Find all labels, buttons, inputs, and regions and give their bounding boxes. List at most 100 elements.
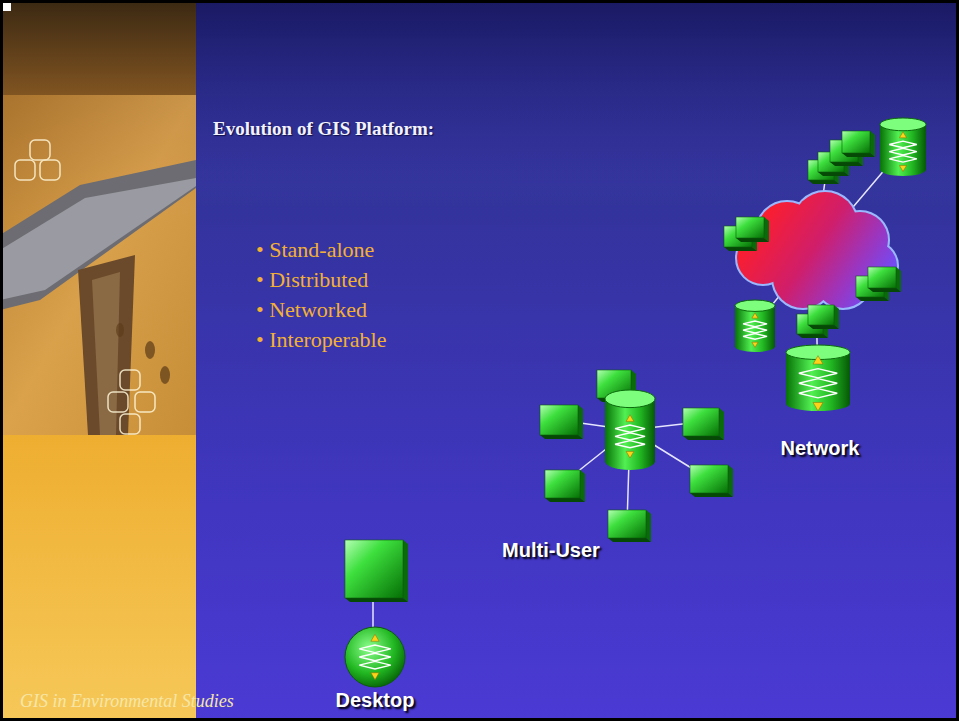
artwork-part (135, 392, 155, 412)
layer-sheet (889, 156, 917, 163)
layer-sheet (799, 389, 837, 398)
footprint (145, 341, 155, 359)
monitor-icon (808, 305, 839, 329)
monitor-base (842, 153, 875, 157)
database-cylinder (735, 300, 775, 352)
cylinder-bottom (735, 341, 775, 352)
monitor-icon (540, 405, 583, 439)
layer-symbol (799, 356, 837, 411)
monitor-icon (690, 465, 733, 497)
bullet-item-holder: • Networked (256, 297, 367, 323)
down-arrow (752, 342, 758, 347)
down-arrow (899, 165, 906, 171)
monitor-face (608, 510, 646, 538)
cylinder-bottom (880, 163, 926, 176)
down-arrow (626, 451, 634, 458)
layer-sheet (799, 379, 837, 388)
monitor-icon (345, 540, 408, 602)
monitor-base (808, 325, 839, 329)
cylinder-bottom (786, 396, 850, 411)
artwork-part (30, 140, 50, 160)
footprint (116, 323, 124, 337)
layer-sheet (615, 433, 645, 440)
monitor-base (724, 247, 757, 251)
node-label: Network (770, 436, 870, 460)
monitor-base (830, 162, 863, 166)
slide-title-holder: Evolution of GIS Platform: (213, 118, 434, 140)
cylinder-top (735, 300, 775, 311)
cylinder-bottom (605, 452, 655, 470)
artwork-part (120, 414, 140, 434)
monitor-side (646, 510, 651, 542)
up-arrow (371, 634, 379, 641)
artwork-part (15, 160, 35, 180)
cylinder-body (786, 352, 850, 403)
sand-photo (0, 95, 196, 435)
top-band (195, 0, 959, 205)
monitor-base (345, 598, 408, 602)
monitor-face (683, 408, 719, 436)
up-arrow (752, 313, 758, 318)
layer-sheet (359, 653, 391, 661)
monitor-face (868, 267, 896, 288)
layer-symbol (889, 132, 917, 172)
up-arrow (813, 356, 823, 364)
monitor-side (896, 267, 901, 292)
monitor-base (545, 498, 585, 502)
monitor-icon (683, 408, 724, 440)
monitor-face (345, 540, 403, 598)
layer-symbol (743, 313, 767, 348)
monitor-side (870, 131, 875, 157)
link-lines (373, 148, 903, 632)
bullet-item: • Interoperable (256, 327, 386, 352)
monitor-side (834, 305, 839, 329)
slide-title: Evolution of GIS Platform: (213, 118, 434, 139)
cylinder-top (880, 118, 926, 131)
monitor-side (728, 465, 733, 497)
monitor-base (608, 538, 651, 542)
layer-symbol (615, 415, 645, 458)
layer-sheet (359, 661, 391, 669)
monitor-base (736, 238, 769, 242)
monitor-side (580, 470, 585, 502)
footprint (160, 366, 170, 384)
layer-sheet (743, 321, 767, 327)
slide-caption: GIS in Environmental Studies (20, 691, 234, 711)
bullet-item: • Stand-alone (256, 237, 374, 262)
layer-sheet (889, 141, 917, 148)
monitor-base (856, 297, 889, 301)
up-arrow (899, 132, 906, 138)
deco-squares (15, 140, 155, 434)
monitor-face (808, 305, 834, 325)
side-strip (0, 0, 196, 721)
node-label: Multi-User (480, 538, 622, 562)
layer-sheet (743, 327, 767, 333)
monitor-icon (545, 470, 585, 502)
bullet-item-holder: • Interoperable (256, 327, 386, 353)
database-cylinder (786, 345, 850, 411)
monitor-icon (608, 510, 651, 542)
cloud-outline (777, 214, 853, 290)
tree-trunk (78, 255, 135, 435)
layer-sheet (615, 425, 645, 432)
monitor-side (403, 540, 408, 602)
monitor-face (842, 131, 870, 153)
monitor-face (545, 470, 580, 498)
monitor-face (540, 405, 578, 435)
cylinder-top (605, 390, 655, 408)
monitor-side (764, 217, 769, 242)
database-node: Multi-User (480, 388, 660, 566)
layer-symbol (359, 634, 391, 679)
down-arrow (371, 673, 379, 680)
layer-sheet (889, 148, 917, 155)
bullet-item: • Distributed (256, 267, 368, 292)
layer-sheet (359, 645, 391, 653)
bullet-item-holder: • Distributed (256, 267, 368, 293)
artwork-part (40, 160, 60, 180)
monitor-base (540, 435, 583, 439)
database-cylinder (605, 390, 655, 470)
node-label: Desktop (325, 688, 425, 712)
layer-sheet (743, 334, 767, 340)
